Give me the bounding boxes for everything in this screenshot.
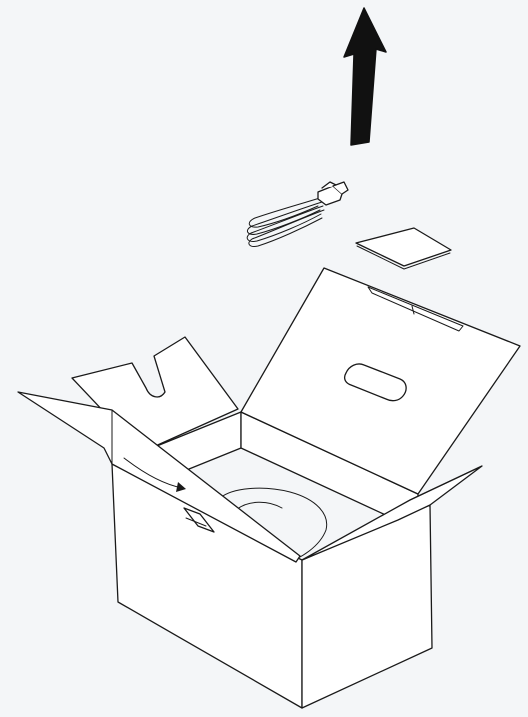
unboxing-illustration bbox=[0, 0, 528, 717]
unboxing-diagram bbox=[0, 0, 528, 717]
